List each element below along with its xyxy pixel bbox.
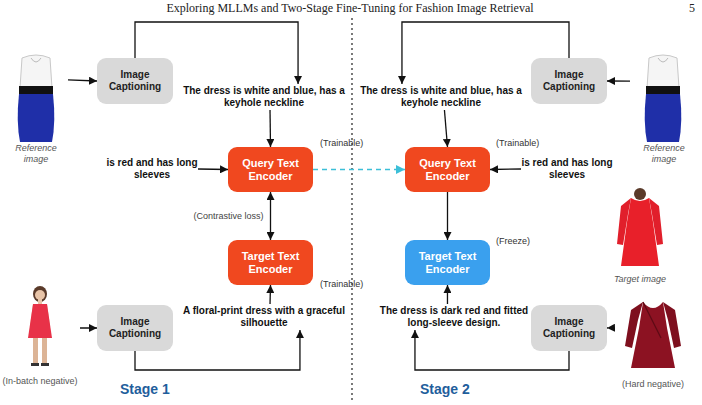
keyhole-neckline [31, 58, 41, 62]
node-label: Image Captioning [103, 69, 167, 93]
red-dress [28, 304, 52, 338]
reference-dress [645, 55, 682, 142]
reference-dress [18, 55, 55, 142]
caption-text: The dress is dark red and fitted long-sl… [368, 304, 540, 330]
page-number: 5 [689, 1, 695, 16]
connector [135, 22, 298, 84]
connector [269, 285, 271, 304]
connector [490, 168, 521, 170]
target-dress [617, 188, 663, 266]
connector [68, 80, 97, 81]
model-leg [33, 338, 38, 364]
caption-text: The dress is white and blue, has a keyho… [178, 84, 350, 110]
node-label: Target image [614, 274, 666, 285]
running-header: Exploring MLLMs and Two-Stage Fine-Tunin… [90, 1, 610, 16]
image-panel: Reference image [630, 50, 698, 165]
process-box: Image Captioning [97, 58, 173, 104]
model-leg [42, 338, 47, 364]
process-box: Image Captioning [531, 305, 607, 351]
connector [447, 285, 448, 304]
connector [135, 330, 300, 370]
wrap-fold [643, 302, 661, 338]
stage-label: Stage 1 [120, 381, 170, 397]
connector [447, 192, 448, 240]
connector [269, 110, 271, 147]
dress-body [621, 198, 659, 266]
model-hair [634, 188, 646, 200]
trainable-note: (Trainable) [320, 279, 363, 289]
node-label: Reference image [630, 143, 698, 165]
node-label: The dress is dark red and fitted long-sl… [368, 305, 540, 329]
caption-text: The dress is white and blue, has a keyho… [355, 84, 527, 110]
model-face [35, 290, 45, 300]
image-panel: (In-batch negative) [0, 282, 80, 387]
node-label: Query Text Encoder [413, 157, 482, 183]
encoder-box: Query Text Encoder [228, 147, 313, 192]
node-label: is red and has long sleeves [521, 157, 613, 181]
connector [607, 80, 630, 81]
node-label: A floral-print dress with a graceful sil… [178, 305, 350, 329]
connector [402, 22, 569, 84]
keyhole-neckline [658, 58, 668, 62]
node-label: Query Text Encoder [236, 157, 305, 183]
node-label: Image Captioning [537, 316, 601, 340]
connector [80, 327, 97, 328]
encoder-box: Query Text Encoder [405, 147, 490, 192]
node-label: Target Text Encoder [413, 250, 482, 276]
process-box: Image Captioning [97, 305, 173, 351]
encoder-box: Target Text Encoder [405, 240, 490, 285]
node-label: Reference image [4, 143, 68, 165]
connector [415, 330, 569, 370]
node-label: (Hard negative) [622, 379, 684, 390]
caption-text: A floral-print dress with a graceful sil… [178, 304, 350, 330]
dress-skirt [645, 94, 682, 142]
process-box: Image Captioning [531, 58, 607, 104]
stage-label: Stage 2 [420, 381, 470, 397]
connector [607, 327, 608, 328]
edge-label: (Contrastive loss) [193, 211, 263, 221]
image-panel: Target image [603, 185, 677, 285]
transfer-arrow [313, 169, 405, 171]
node-label: Target Text Encoder [236, 250, 305, 276]
encoder-box: Target Text Encoder [228, 240, 313, 285]
dress-bodice [647, 55, 679, 88]
image-panel: (Hard negative) [608, 295, 698, 390]
connector [444, 110, 447, 147]
negative-model [28, 286, 52, 366]
freeze-note: (Freeze) [496, 236, 530, 246]
hard-negative-dress [625, 302, 681, 368]
image-panel: Reference image [4, 50, 68, 165]
connector [270, 192, 271, 240]
dress-band [646, 86, 680, 94]
node-label: The dress is white and blue, has a keyho… [355, 85, 527, 109]
node-label: Image Captioning [537, 69, 601, 93]
dress-band [19, 86, 53, 94]
modification-text: is red and has long sleeves [106, 155, 198, 183]
model-shoe [31, 363, 39, 366]
stage-divider [351, 18, 352, 402]
modification-text: is red and has long sleeves [521, 155, 613, 183]
trainable-note: (Trainable) [496, 138, 539, 148]
model-shoe [41, 363, 49, 366]
dress-body [631, 302, 675, 368]
node-label: The dress is white and blue, has a keyho… [178, 85, 350, 109]
trainable-note: (Trainable) [320, 138, 363, 148]
node-label: Image Captioning [103, 316, 167, 340]
model-neck [38, 299, 42, 304]
node-label: is red and has long sleeves [106, 157, 198, 181]
node-label: (In-batch negative) [2, 376, 77, 387]
dress-bodice [20, 55, 52, 88]
connector [198, 168, 228, 170]
dress-skirt [18, 94, 55, 142]
